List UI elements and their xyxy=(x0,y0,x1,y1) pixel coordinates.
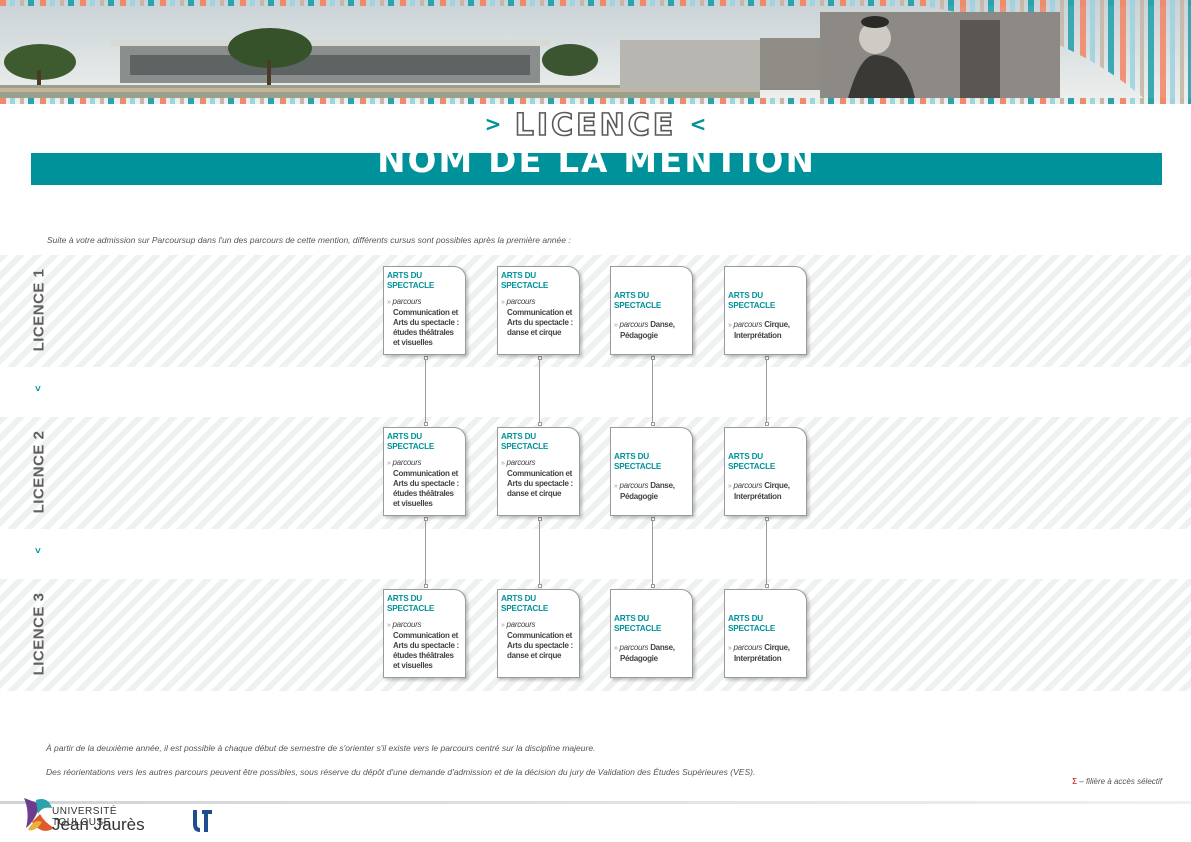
parcours-card: ARTS DU SPECTACLE » parcours Cirque,Inter… xyxy=(724,266,807,355)
chevron-down-icon: ˅ xyxy=(35,384,41,395)
connector-node xyxy=(764,517,769,521)
card-title: ARTS DU SPECTACLE xyxy=(501,432,549,451)
connector-node xyxy=(537,356,542,360)
card-parcours: » parcours Danse,Pédagogie xyxy=(614,643,675,663)
card-title: ARTS DU SPECTACLE xyxy=(728,291,776,310)
card-title: ARTS DU SPECTACLE xyxy=(501,594,549,613)
legend-text: – filière à accès sélectif xyxy=(1077,777,1162,786)
mention-title: NOM DE LA MENTION xyxy=(377,153,816,181)
connector-node xyxy=(650,517,655,521)
connector-node xyxy=(764,356,769,360)
header-banner xyxy=(0,0,1191,104)
connector-node xyxy=(537,584,542,588)
chevron-right-icon: > xyxy=(484,112,502,136)
connector-line xyxy=(539,519,540,586)
logo-line-1: UNIVERSITÉ TOULOUSE xyxy=(52,806,118,828)
connector-node xyxy=(537,422,542,426)
connector-node xyxy=(764,422,769,426)
connector-node xyxy=(423,356,428,360)
connector-line xyxy=(652,358,653,424)
card-title: ARTS DU SPECTACLE xyxy=(501,271,549,290)
logo-line-2: Jean Jaurès xyxy=(52,815,145,834)
licence-title: > LICENCE < xyxy=(0,106,1191,144)
campus-photo-banner xyxy=(0,0,1191,104)
connector-line xyxy=(766,358,767,424)
band-licence-3 xyxy=(0,579,1191,691)
note-line-1: À partir de la deuxième année, il est po… xyxy=(46,743,596,753)
connector-node xyxy=(537,517,542,521)
parcours-card: ARTS DU SPECTACLE » parcours Danse,Pédago… xyxy=(610,589,693,678)
footer-divider xyxy=(0,801,1191,804)
ut2j-logo-icon xyxy=(24,798,54,831)
connector-node xyxy=(764,584,769,588)
connector-line xyxy=(425,358,426,424)
card-title: ARTS DU SPECTACLE xyxy=(387,432,435,451)
card-title: ARTS DU SPECTACLE xyxy=(387,594,435,613)
connector-node xyxy=(423,422,428,426)
sigma-icon: Σ xyxy=(1072,777,1078,786)
card-parcours: » parcours Danse,Pédagogie xyxy=(614,320,675,340)
intro-text: Suite à votre admission sur Parcoursup d… xyxy=(47,235,571,245)
parcours-card: ARTS DU SPECTACLE » parcours Cirque,Inter… xyxy=(724,427,807,516)
connector-node xyxy=(650,584,655,588)
ut-logo-icon xyxy=(193,810,212,832)
licence-label: LICENCE xyxy=(514,107,677,144)
parcours-card: ARTS DU SPECTACLE » parcours Cirque,Inter… xyxy=(724,589,807,678)
connector-node xyxy=(650,356,655,360)
chevron-down-icon: ˅ xyxy=(35,546,41,557)
card-title: ARTS DU SPECTACLE xyxy=(387,271,435,290)
connector-line xyxy=(652,519,653,586)
university-logo: UNIVERSITÉ TOULOUSE Jean Jaurès xyxy=(18,792,178,836)
band-licence-2 xyxy=(0,417,1191,529)
connector-node xyxy=(423,584,428,588)
card-parcours: » parcours Cirque,Interprétation xyxy=(728,643,790,663)
card-title: ARTS DU SPECTACLE xyxy=(614,291,662,310)
parcours-card: ARTS DU SPECTACLE » parcours Danse,Pédago… xyxy=(610,427,693,516)
mention-bar: NOM DE LA MENTION xyxy=(31,153,1162,185)
card-parcours: » parcours Cirque,Interprétation xyxy=(728,320,790,340)
chevron-left-icon: < xyxy=(689,112,707,136)
connector-line xyxy=(539,358,540,424)
connector-line xyxy=(766,519,767,586)
connector-node xyxy=(650,422,655,426)
note-line-2: Des réorientations vers les autres parco… xyxy=(46,767,756,777)
selective-legend: Σ – filière à accès sélectif xyxy=(1072,777,1162,786)
card-parcours: » parcours Danse,Pédagogie xyxy=(614,481,675,501)
connector-line xyxy=(425,519,426,586)
card-title: ARTS DU SPECTACLE xyxy=(728,452,776,471)
card-title: ARTS DU SPECTACLE xyxy=(728,614,776,633)
card-parcours: » parcours Cirque,Interprétation xyxy=(728,481,790,501)
connector-node xyxy=(423,517,428,521)
parcours-card: ARTS DU SPECTACLE » parcours Danse,Pédago… xyxy=(610,266,693,355)
band-licence-1 xyxy=(0,255,1191,367)
card-title: ARTS DU SPECTACLE xyxy=(614,452,662,471)
card-title: ARTS DU SPECTACLE xyxy=(614,614,662,633)
